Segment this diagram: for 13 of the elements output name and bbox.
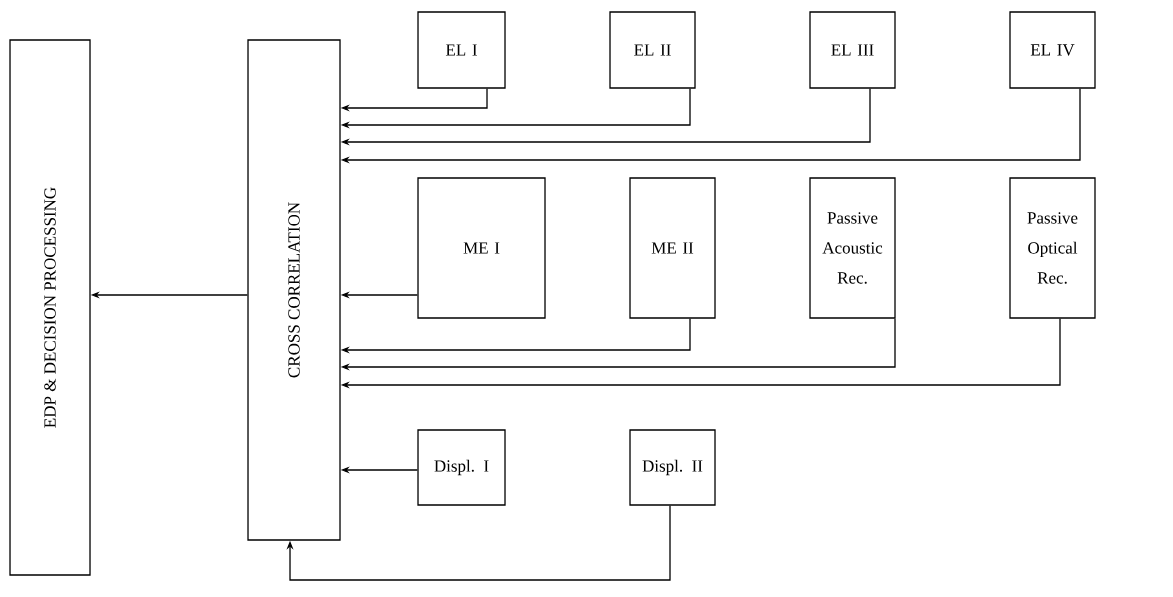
sensor-box: ME II xyxy=(629,177,716,319)
process-box: EDP & DECISION PROCESSING xyxy=(9,39,91,576)
sensor-box: EL III xyxy=(809,11,896,89)
sensor-box: EL I xyxy=(417,11,506,89)
sensor-box: EL II xyxy=(609,11,696,89)
sensor-box: Passive Optical Rec. xyxy=(1009,177,1096,319)
sensor-box: Displ. I xyxy=(417,429,506,506)
process-box: CROSS CORRELATION xyxy=(247,39,341,541)
sensor-box: EL IV xyxy=(1009,11,1096,89)
sensor-box: Displ. II xyxy=(629,429,716,506)
arrow xyxy=(286,505,671,581)
sensor-box: Passive Acoustic Rec. xyxy=(809,177,896,319)
sensor-box: ME I xyxy=(417,177,546,319)
